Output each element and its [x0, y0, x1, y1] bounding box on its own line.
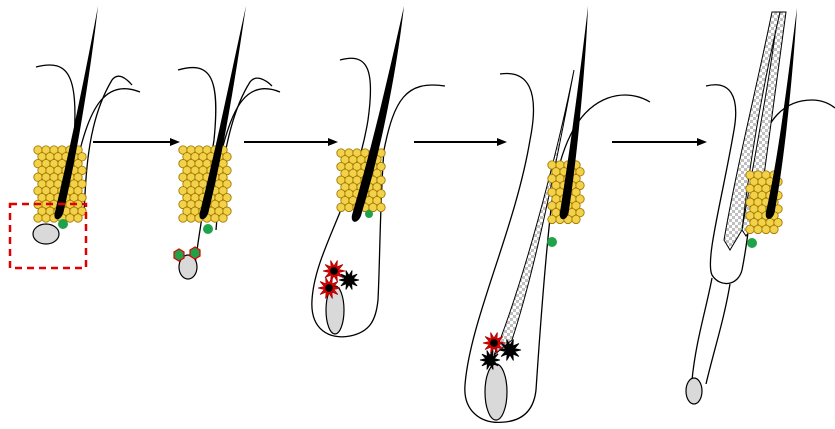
arrow-icon [170, 138, 180, 146]
stage-4-follicle [465, 6, 650, 422]
keratinocyte-cell [572, 215, 580, 223]
cell-damage-star-icon [339, 271, 359, 290]
arrow-icon [697, 138, 707, 146]
keratinocyte-cell [754, 225, 762, 233]
green-cell-icon [203, 224, 213, 234]
damage-star-core [506, 346, 514, 354]
stage-1-follicle [10, 6, 140, 268]
dermal-papilla-icon [686, 378, 702, 404]
damage-star-core [330, 267, 338, 275]
keratinocyte-cell [211, 214, 219, 222]
keratinocyte-cell [187, 214, 195, 222]
dermal-papilla-icon [33, 224, 59, 244]
keratinocyte-cell [179, 214, 187, 222]
keratinocyte-cell [548, 215, 556, 223]
green-cell-icon [747, 238, 757, 248]
damage-star-core [487, 357, 494, 364]
dermal-papilla-icon [485, 364, 507, 420]
arrow-icon [328, 138, 338, 146]
green-cell-icon [190, 247, 200, 259]
stage-5-follicle [686, 8, 835, 404]
arrow-icon [497, 138, 507, 146]
stage-3-follicle [312, 6, 445, 337]
keratinocyte-cell [337, 203, 345, 211]
green-cell-icon [547, 237, 557, 247]
green-cell-icon [58, 219, 68, 229]
follicle-inner-wall [84, 76, 132, 215]
keratinocyte-cell [770, 225, 778, 233]
keratinocyte-cell [66, 214, 74, 222]
damage-star-core [346, 277, 353, 284]
keratinocyte-cell [34, 214, 42, 222]
green-cell-icon [174, 249, 184, 261]
damage-star-core [325, 284, 333, 292]
keratinocyte-cell [762, 225, 770, 233]
keratinocyte-cell [746, 225, 754, 233]
follicle-strand [692, 278, 730, 384]
keratinocyte-cell [42, 214, 50, 222]
keratinocyte-cell [377, 203, 385, 211]
damage-star-core [490, 339, 498, 347]
keratinocyte-cell [345, 203, 353, 211]
keratinocyte-cell [74, 214, 82, 222]
keratinocyte-cell [219, 214, 227, 222]
green-cell-icon [365, 210, 373, 218]
